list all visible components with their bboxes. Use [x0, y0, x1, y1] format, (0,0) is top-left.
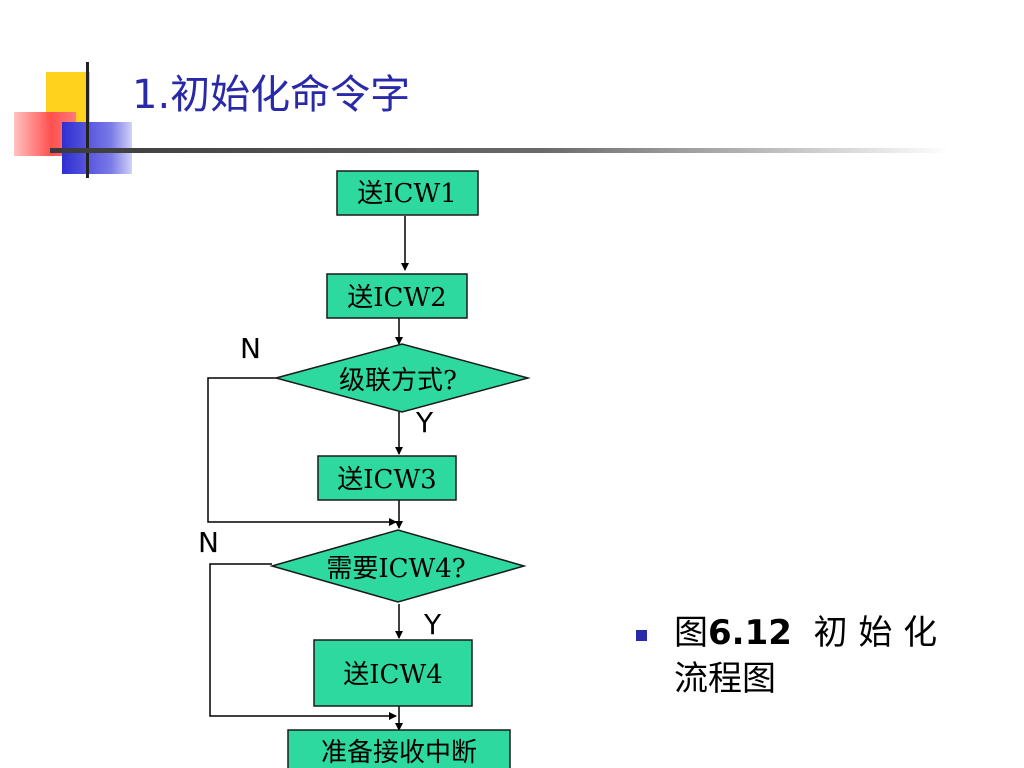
decision-cascade-mode-label: 级联方式? [339, 366, 457, 396]
figure-caption: 图6.12 初 始 化 流程图 [674, 610, 984, 702]
node-send-icw1: 送ICW1 [336, 170, 479, 216]
cascade-no-branch [207, 377, 397, 526]
node-send-icw2-label: 送ICW2 [347, 283, 446, 313]
caption-line1: 初 始 化 [813, 613, 938, 653]
deco-vertical-line [86, 62, 89, 178]
node-send-icw1-label: 送ICW1 [357, 179, 456, 209]
decision-cascade-mode: 级联方式? [273, 343, 531, 413]
node-send-icw4: 送ICW4 [313, 639, 473, 707]
node-send-icw2: 送ICW2 [326, 273, 468, 319]
cascade-yes-label: Y [415, 406, 434, 439]
need-icw4-yes-label: Y [423, 608, 442, 641]
node-ready-for-interrupt-label: 准备接收中断 [321, 738, 477, 768]
connectors [207, 216, 409, 731]
node-ready-for-interrupt: 准备接收中断 [287, 729, 511, 768]
page-title: 1.初始化命令字 [132, 72, 411, 118]
cascade-no-label: N [240, 332, 261, 365]
caption-prefix: 图 [674, 613, 708, 653]
node-send-icw3-label: 送ICW3 [337, 465, 436, 495]
bullet-icon [636, 630, 647, 641]
node-send-icw4-label: 送ICW4 [343, 660, 442, 690]
caption-number: 6.12 [708, 613, 792, 653]
title-divider [50, 148, 950, 153]
decision-need-icw4: 需要ICW4? [269, 529, 527, 603]
need-icw4-no-label: N [198, 526, 219, 559]
decision-need-icw4-label: 需要ICW4? [326, 554, 465, 584]
need-icw4-no-branch [209, 563, 397, 720]
caption-line2: 流程图 [674, 659, 776, 699]
node-send-icw3: 送ICW3 [317, 455, 457, 501]
